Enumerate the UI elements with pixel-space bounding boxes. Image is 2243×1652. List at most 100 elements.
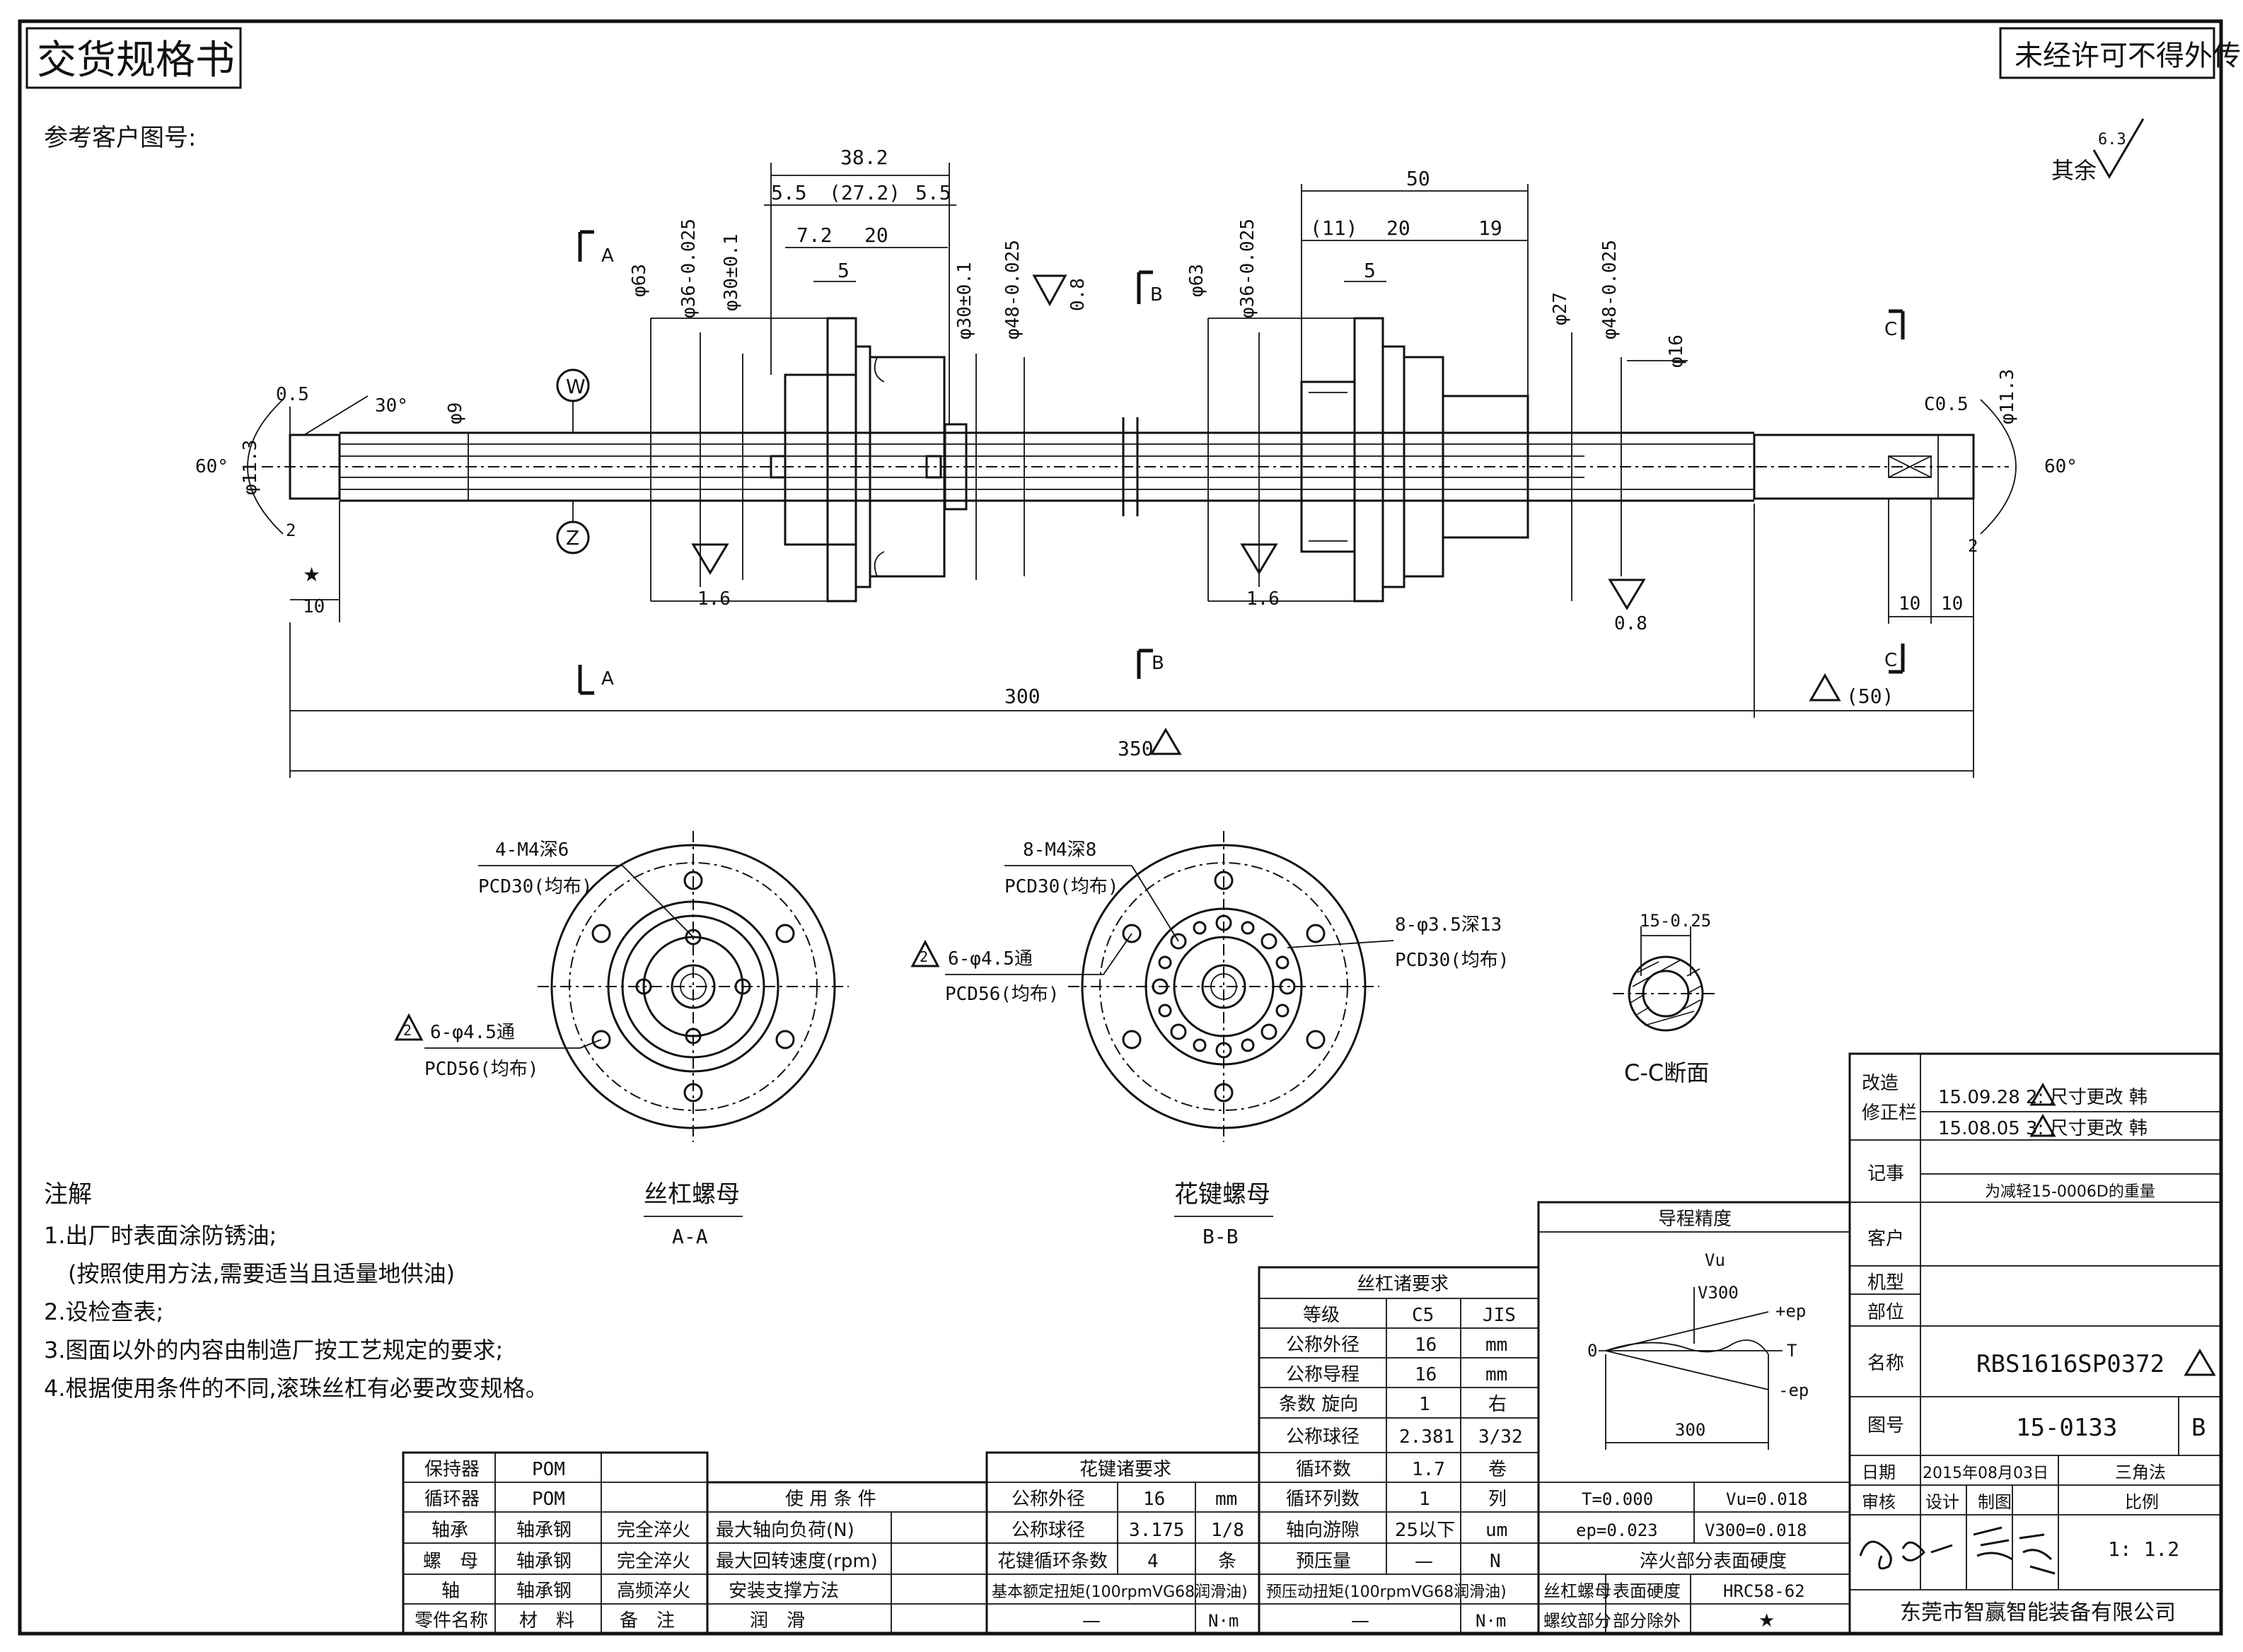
- section-cc-view: 15-0.25 C-C断面: [1613, 911, 1719, 1086]
- screw-unit: mm: [1485, 1364, 1507, 1385]
- dim-phi27: φ27: [1550, 292, 1571, 325]
- part-material: 轴承钢: [516, 1520, 572, 1541]
- revision-triangle-icon: [2029, 1082, 2056, 1106]
- spline-param: 花键循环条数: [997, 1551, 1108, 1572]
- hardness-cell: 表面硬度: [1613, 1581, 1681, 1601]
- part-note: 完全淬火: [617, 1520, 690, 1541]
- cc-title: C-C断面: [1624, 1059, 1709, 1086]
- leader: [1103, 933, 1132, 975]
- shaft-assembly-view: W Z A A B B C C 38.2 5.5 (27.2) 5.5 7.2 …: [195, 146, 2077, 778]
- screw-unit: N: [1490, 1551, 1501, 1572]
- name-label: 名称: [1867, 1353, 1904, 1374]
- spline-value: 3.175: [1129, 1520, 1184, 1541]
- roughness-icon: [691, 543, 729, 575]
- screw-value: 1: [1419, 1394, 1430, 1415]
- part-name: 轴承: [431, 1520, 468, 1541]
- screw-param: 预压量: [1296, 1551, 1351, 1572]
- dim-phi30-a: φ30±0.1: [721, 233, 742, 311]
- dim-60-right: 60°: [2044, 456, 2077, 477]
- dim-phi30-b: φ30±0.1: [954, 262, 975, 339]
- date-value: 2015年08月03日: [1923, 1465, 2048, 1482]
- part-name: 保持器: [424, 1459, 480, 1480]
- note-value: 为减轻15-0006D的重量: [1985, 1183, 2155, 1201]
- dim-phi11-3-right: φ11.3: [1997, 369, 2018, 424]
- roughness-icon: [1032, 274, 1067, 307]
- revision-triangle-icon: [2184, 1349, 2216, 1376]
- hardness-cell: 丝杠螺母: [1543, 1581, 1611, 1601]
- hardness-cell: HRC58-62: [1723, 1581, 1805, 1601]
- bb-callout-2: 6-φ4.5通: [948, 948, 1033, 970]
- section-label-b-bottom: B: [1152, 653, 1164, 674]
- section-mark-b-bottom: [1137, 648, 1153, 679]
- part-note: 高频淬火: [617, 1581, 690, 1602]
- bb-callout-3b: PCD30(均布): [1395, 950, 1509, 971]
- screw-param: 公称导程: [1286, 1364, 1360, 1385]
- drawing-no-value: 15-0133: [2016, 1414, 2117, 1442]
- aa-title: 丝杠螺母: [644, 1180, 740, 1209]
- doc-title: 交货规格书: [37, 37, 235, 83]
- screw-value: —: [1415, 1551, 1433, 1572]
- angle-arc: [1980, 399, 2017, 535]
- angle-leader: [303, 395, 369, 436]
- part-material: 轴承钢: [516, 1551, 572, 1572]
- bb-callout-1b: PCD30(均布): [1004, 876, 1119, 897]
- shaft-left-end: [289, 434, 341, 500]
- spline-nut-flange: [1353, 317, 1384, 603]
- lead-graph-minus-ep: -ep: [1778, 1380, 1809, 1400]
- leader: [1287, 940, 1394, 948]
- design-label: 设计: [1925, 1492, 1959, 1512]
- angle-arc: [247, 399, 284, 535]
- dim-phi16: φ16: [1666, 335, 1687, 368]
- spline-unit: 条: [1218, 1551, 1236, 1572]
- aa-callout-1: 4-M4深6: [495, 839, 569, 861]
- confidential-box: [1999, 27, 2215, 79]
- lead-value: V300=0.018: [1705, 1520, 1807, 1540]
- flat-cross: [1888, 455, 1932, 478]
- screw-value: 1.7: [1412, 1459, 1445, 1480]
- dim-phi63-a: φ63: [629, 264, 650, 297]
- hardness-cell: ★: [1758, 1610, 1775, 1631]
- spline-param: 公称外径: [1012, 1489, 1085, 1510]
- dim-5-b: 5: [1364, 259, 1376, 282]
- dim-2-left: 2: [286, 520, 296, 540]
- dim-7-2: 7.2: [796, 223, 833, 247]
- aa-callout-2: 6-φ4.5通: [430, 1022, 515, 1043]
- date-label: 日期: [1862, 1462, 1896, 1482]
- bb-callout-2b: PCD56(均布): [945, 984, 1060, 1005]
- part-header: 材 料: [519, 1610, 574, 1631]
- section-mark-c-bottom: [1889, 644, 1905, 674]
- screw-value: 1: [1419, 1489, 1430, 1510]
- seal-groove: [874, 356, 885, 577]
- roughness-icon: [1608, 578, 1646, 610]
- spline-param: 公称球径: [1012, 1520, 1085, 1541]
- leader: [622, 865, 694, 938]
- dim-5-5-right: 5.5: [915, 181, 951, 204]
- spline-nut-sleeve: [1442, 395, 1529, 539]
- leader: [579, 1039, 602, 1049]
- lead-value: Vu=0.018: [1726, 1489, 1808, 1509]
- screw-nut-collar: [944, 423, 968, 511]
- shaft-right-end: [1753, 434, 1975, 500]
- spline-value: 16: [1143, 1489, 1165, 1510]
- spline-value: 4: [1147, 1551, 1159, 1572]
- revision-triangle-icon: [394, 1013, 424, 1041]
- leader: [1131, 865, 1179, 942]
- note-line-5: 4.根据使用条件的不同,滚珠丝杠有必要改变规格。: [44, 1375, 548, 1402]
- dim-60-left: 60°: [195, 456, 228, 477]
- screw-param: 条数 旋向: [1279, 1394, 1358, 1415]
- screw-torque-unit: N·m: [1476, 1611, 1506, 1631]
- usage-row: 最大回转速度(rpm): [716, 1551, 878, 1572]
- parts-table: 保持器 POM 循环器 POM 轴承 轴承钢 完全淬火 螺 母 轴承钢 完全淬火…: [402, 1451, 988, 1635]
- revision-triangle-icon: [1149, 728, 1182, 755]
- note-line-3: 2.设检查表;: [44, 1298, 163, 1325]
- screw-param: 等级: [1303, 1305, 1340, 1326]
- screw-header: 丝杠诸要求: [1357, 1274, 1449, 1295]
- notes-block: 注解 1.出厂时表面涂防锈油; (按照使用方法,需要适当且适量地供油) 2.设检…: [44, 1180, 548, 1402]
- bb-callout-3: 8-φ3.5深13: [1395, 914, 1502, 936]
- note-line-4: 3.图面以外的内容由制造厂按工艺规定的要求;: [44, 1337, 503, 1363]
- spline-torque-unit: N·m: [1208, 1611, 1239, 1631]
- section-aa-view: 4-M4深6 PCD30(均布) 2 6-φ4.5通 PCD56(均布) 丝杠螺…: [394, 831, 849, 1248]
- section-mark-a-top: [578, 230, 594, 262]
- lead-graph-v300: V300: [1698, 1283, 1739, 1303]
